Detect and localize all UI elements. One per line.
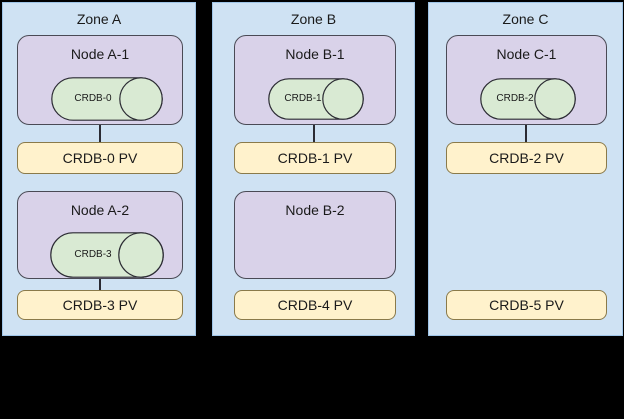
database-label-crdb-3: CRDB-3	[74, 249, 112, 260]
pv-crdb-2[interactable]: CRDB-2 PV	[446, 142, 607, 174]
zone-c-panel[interactable]: Zone C Node C-1 CRDB-2 CRDB-2 PV CRDB-5 …	[428, 2, 623, 336]
connector-node-b-1-to-crdb-1-pv	[313, 125, 315, 143]
pv-crdb-0[interactable]: CRDB-0 PV	[17, 142, 183, 174]
node-b-2-box[interactable]: Node B-2	[234, 191, 396, 279]
cylinder-shape	[480, 78, 576, 120]
database-cylinder-crdb-1[interactable]: CRDB-1	[268, 78, 364, 120]
cylinder-shape	[268, 78, 364, 120]
pv-crdb-3[interactable]: CRDB-3 PV	[17, 290, 183, 320]
node-b-1-box[interactable]: Node B-1 CRDB-1	[234, 35, 396, 125]
node-b-1-label: Node B-1	[285, 46, 345, 62]
connector-node-c-1-to-crdb-2-pv	[525, 125, 527, 143]
database-label-crdb-0: CRDB-0	[74, 93, 112, 104]
zone-c-title: Zone C	[502, 11, 549, 27]
node-c-1-box[interactable]: Node C-1 CRDB-2	[446, 35, 607, 125]
database-label-crdb-1: CRDB-1	[284, 93, 322, 104]
pv-crdb-5[interactable]: CRDB-5 PV	[446, 290, 607, 320]
database-cylinder-crdb-0[interactable]: CRDB-0	[51, 77, 163, 121]
cylinder-shape	[50, 232, 164, 278]
node-a-2-label: Node A-2	[70, 202, 130, 218]
database-cylinder-crdb-2[interactable]: CRDB-2	[480, 78, 576, 120]
pv-crdb-4[interactable]: CRDB-4 PV	[234, 290, 396, 320]
node-c-1-label: Node C-1	[496, 46, 557, 62]
connector-node-a-1-to-crdb-0-pv	[99, 125, 101, 143]
zone-a-panel[interactable]: Zone A Node A-1 CRDB-0 CRDB-0 PV Node A-…	[2, 2, 196, 336]
node-a-2-box[interactable]: Node A-2 CRDB-3	[17, 191, 183, 279]
node-b-2-label: Node B-2	[285, 202, 345, 218]
connector-node-a-2-to-crdb-3-pv	[99, 279, 101, 291]
node-a-1-label: Node A-1	[70, 46, 130, 62]
node-a-1-box[interactable]: Node A-1 CRDB-0	[17, 35, 183, 125]
database-label-crdb-2: CRDB-2	[496, 93, 534, 104]
zone-b-panel[interactable]: Zone B Node B-1 CRDB-1 CRDB-1 PV Node B-…	[212, 2, 415, 336]
database-cylinder-crdb-3[interactable]: CRDB-3	[50, 232, 164, 278]
cylinder-shape	[51, 77, 163, 121]
zone-b-title: Zone B	[290, 11, 337, 27]
pv-crdb-1[interactable]: CRDB-1 PV	[234, 142, 396, 174]
zone-a-title: Zone A	[76, 11, 122, 27]
